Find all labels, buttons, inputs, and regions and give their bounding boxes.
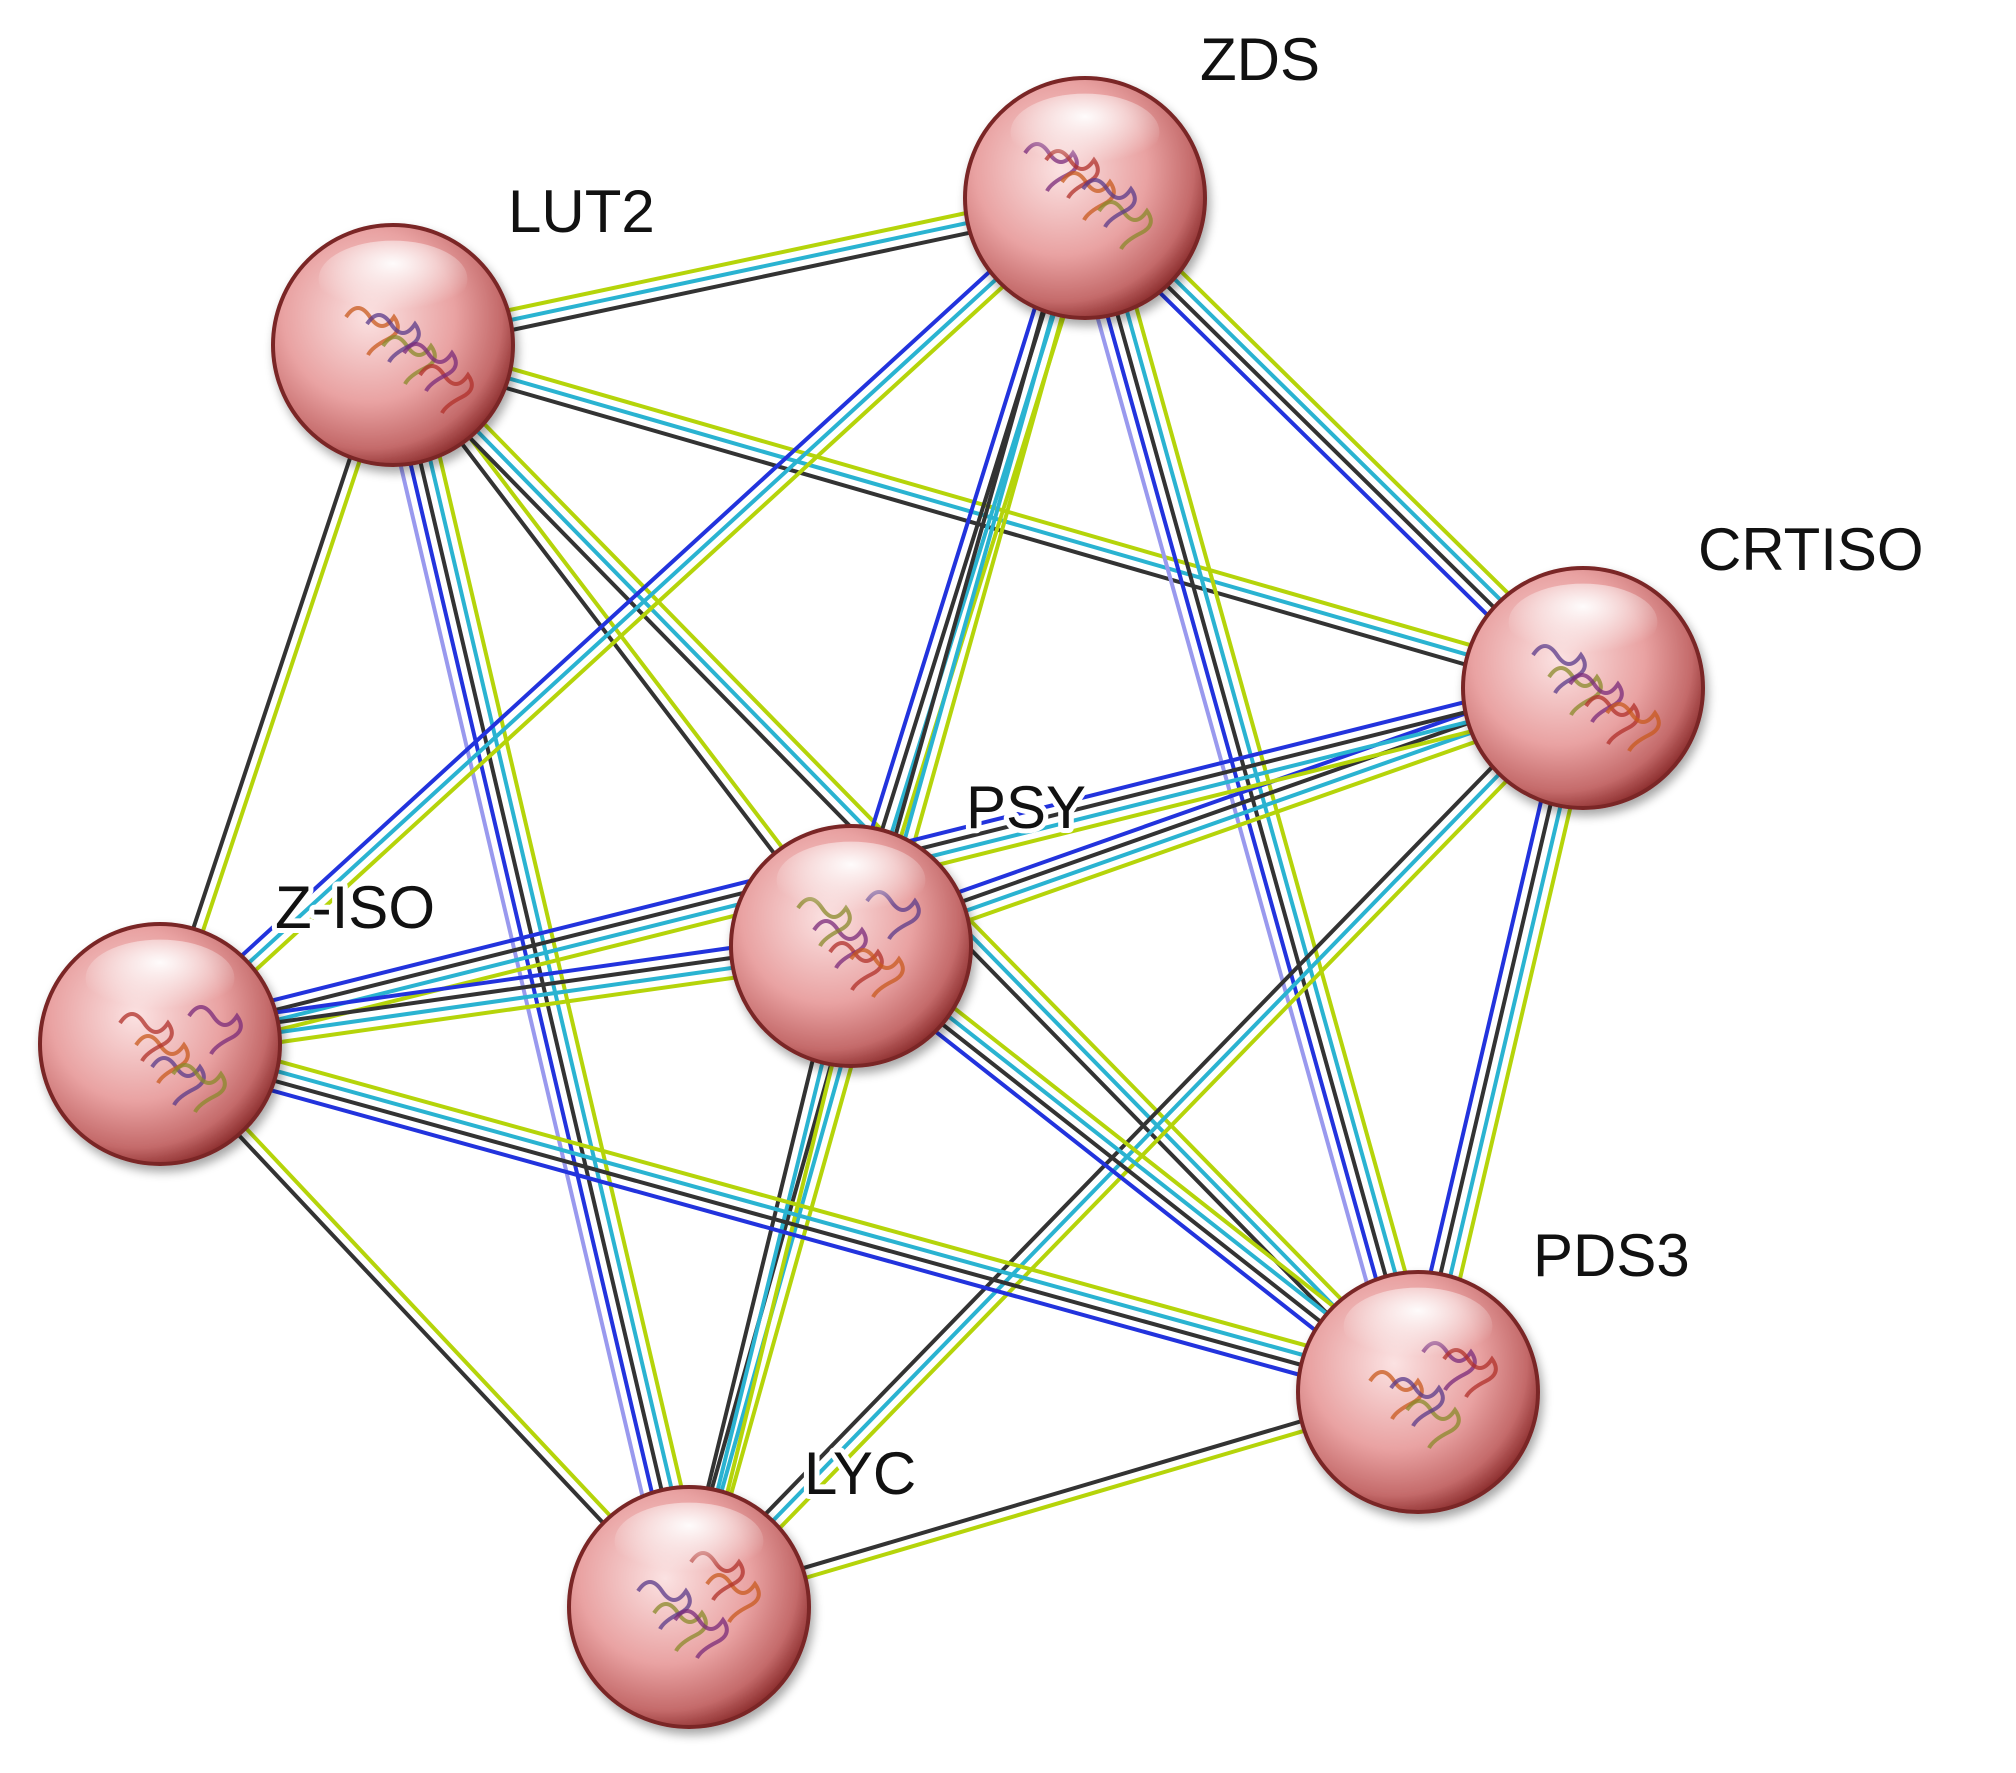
edge-evidence-line xyxy=(154,1045,688,1613)
node-label-lut2: LUT2 xyxy=(508,178,655,245)
edge-evidence-line xyxy=(156,1046,1419,1399)
node-label-pds3: PDS3 xyxy=(1533,1222,1690,1289)
edge-evidence-line xyxy=(391,343,1585,690)
edge-evidence-line xyxy=(162,344,400,1048)
edge-evidence-line xyxy=(164,203,1094,1054)
structure-strand xyxy=(849,948,905,999)
edge-evidence-line xyxy=(679,679,1578,1603)
edge-evidence-line xyxy=(834,191,1073,944)
edge-evidence-line xyxy=(850,690,1587,953)
structure-strand xyxy=(1605,702,1661,753)
node-label-psy: PSY xyxy=(966,774,1086,841)
edge-evidence-line xyxy=(1092,193,1430,1392)
node-lyc[interactable] xyxy=(567,1485,811,1729)
node-psy[interactable] xyxy=(729,824,973,1068)
edge-evidence-line xyxy=(393,333,1588,681)
structure-strand xyxy=(1568,673,1624,724)
edge-evidence-line xyxy=(685,1385,1419,1605)
node-label-z-iso: Z-ISO xyxy=(275,874,435,941)
structure-strand xyxy=(1389,1377,1445,1428)
structure-strand xyxy=(171,1063,227,1114)
edge-evidence-line xyxy=(161,1027,1424,1380)
edge-evidence-line xyxy=(151,188,1081,1039)
edge-evidence-line xyxy=(847,681,1584,944)
node-highlight xyxy=(1343,1287,1493,1365)
edge-lut2-z-iso[interactable] xyxy=(153,341,400,1048)
node-lut2[interactable] xyxy=(271,223,515,467)
node-highlight xyxy=(318,240,468,318)
structure-strand xyxy=(1097,200,1153,251)
structure-strand xyxy=(150,1056,206,1107)
edge-evidence-line xyxy=(159,1037,1422,1390)
edge-evidence-line xyxy=(1083,196,1420,1394)
structure-strand xyxy=(1368,1370,1424,1421)
structure-strand xyxy=(418,364,474,415)
structure-strand xyxy=(1547,666,1603,717)
edge-evidence-line xyxy=(1102,190,1440,1389)
structure-strand xyxy=(1584,695,1640,746)
edge-pds3-lyc[interactable] xyxy=(685,1385,1422,1614)
edge-crtiso-psy[interactable] xyxy=(844,671,1590,963)
edge-zds-pds3[interactable] xyxy=(1063,190,1440,1400)
edge-z-iso-pds3[interactable] xyxy=(154,1027,1424,1409)
structure-strand xyxy=(812,919,868,970)
structure-strand xyxy=(652,1602,708,1653)
structure-strand xyxy=(1060,171,1116,222)
node-label-crtiso: CRTISO xyxy=(1698,516,1924,583)
protein-structure-icon xyxy=(118,1005,243,1114)
structure-strand xyxy=(118,1012,174,1063)
edge-evidence-line xyxy=(153,341,391,1045)
structure-strand xyxy=(381,335,437,386)
edge-evidence-line xyxy=(687,686,1585,1609)
edge-evidence-line xyxy=(688,1394,1422,1614)
structure-strand xyxy=(1081,178,1137,229)
edge-evidence-line xyxy=(154,1056,1417,1409)
node-highlight xyxy=(1508,583,1658,661)
node-highlight xyxy=(85,939,235,1017)
structure-strand xyxy=(187,1005,243,1056)
node-highlight xyxy=(1010,93,1160,171)
edge-evidence-line xyxy=(158,196,1087,1046)
node-zds[interactable] xyxy=(963,76,1207,320)
edge-evidence-line xyxy=(381,345,682,1612)
structure-strand xyxy=(402,342,458,393)
edge-evidence-line xyxy=(388,352,1583,700)
structure-strand xyxy=(673,1609,729,1660)
edge-zds-z-iso[interactable] xyxy=(151,188,1094,1054)
edge-evidence-line xyxy=(371,347,672,1614)
edge-evidence-line xyxy=(844,671,1581,934)
structure-strand xyxy=(705,1573,761,1624)
edge-evidence-line xyxy=(1063,201,1401,1400)
node-pds3[interactable] xyxy=(1296,1270,1540,1514)
edge-z-iso-lyc[interactable] xyxy=(154,1038,695,1613)
node-highlight xyxy=(776,841,926,919)
node-z-iso[interactable] xyxy=(38,922,282,1166)
node-label-zds: ZDS xyxy=(1200,26,1320,93)
edge-evidence-line xyxy=(853,700,1590,963)
node-crtiso[interactable] xyxy=(1461,566,1705,810)
structure-strand xyxy=(134,1034,190,1085)
edge-evidence-line xyxy=(387,346,850,952)
structure-strand xyxy=(1405,1399,1461,1450)
node-label-lyc: LYC xyxy=(804,1440,916,1507)
structure-strand xyxy=(828,941,884,992)
edge-evidence-line xyxy=(161,1038,695,1606)
edge-lut2-crtiso[interactable] xyxy=(388,333,1588,700)
edge-evidence-line xyxy=(1073,198,1411,1397)
node-highlight xyxy=(614,1502,764,1580)
nodes-layer xyxy=(38,76,1705,1729)
structure-strand xyxy=(636,1580,692,1631)
